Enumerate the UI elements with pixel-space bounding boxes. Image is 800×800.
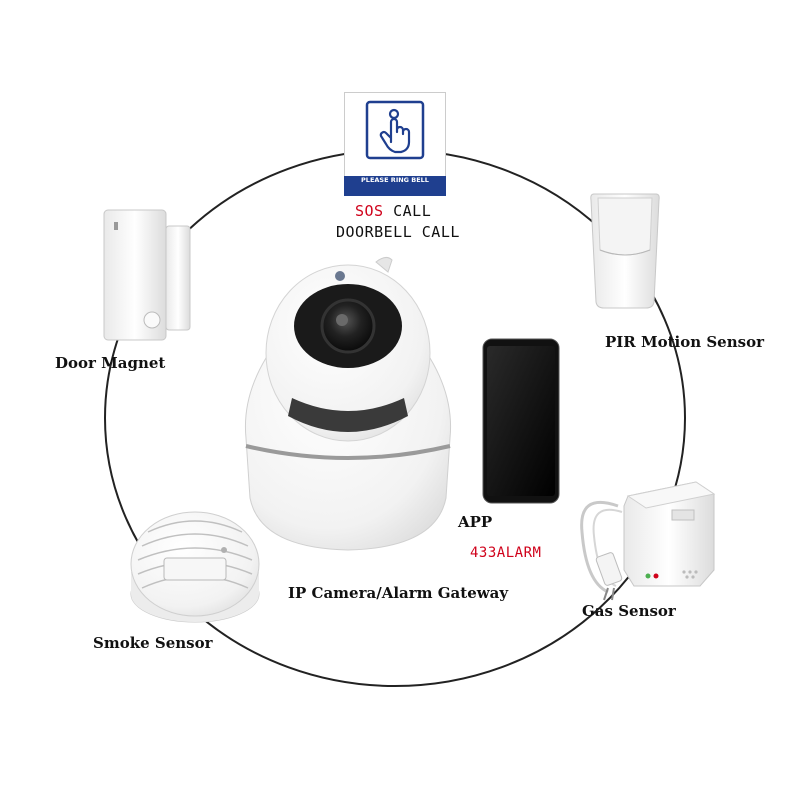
pir-motion-sensor-device [590,193,660,309]
sos-word: SOS [355,202,384,220]
sos-call-text: SOS CALL [355,202,431,220]
doorbell-sign [344,92,446,196]
app-label: APP [458,513,493,531]
call-word: CALL [383,202,432,220]
finger-press-icon [379,108,411,154]
pir-sensor-label: PIR Motion Sensor [605,333,764,351]
ip-camera-device [244,256,452,551]
door-magnet-label: Door Magnet [55,354,166,372]
gateway-label: IP Camera/Alarm Gateway [288,584,509,602]
gas-sensor-label: Gas Sensor [582,602,676,620]
door-magnet-device [103,209,191,341]
doorbell-call-text: DOORBELL CALL [336,223,460,241]
app-code-label: 433ALARM [470,545,542,561]
gas-sensor-device [580,481,716,601]
smoke-sensor-device [130,511,260,623]
smartphone-device [482,338,560,504]
smoke-sensor-label: Smoke Sensor [93,634,213,652]
doorbell-sign-text: PLEASE RING BELL [361,176,429,184]
